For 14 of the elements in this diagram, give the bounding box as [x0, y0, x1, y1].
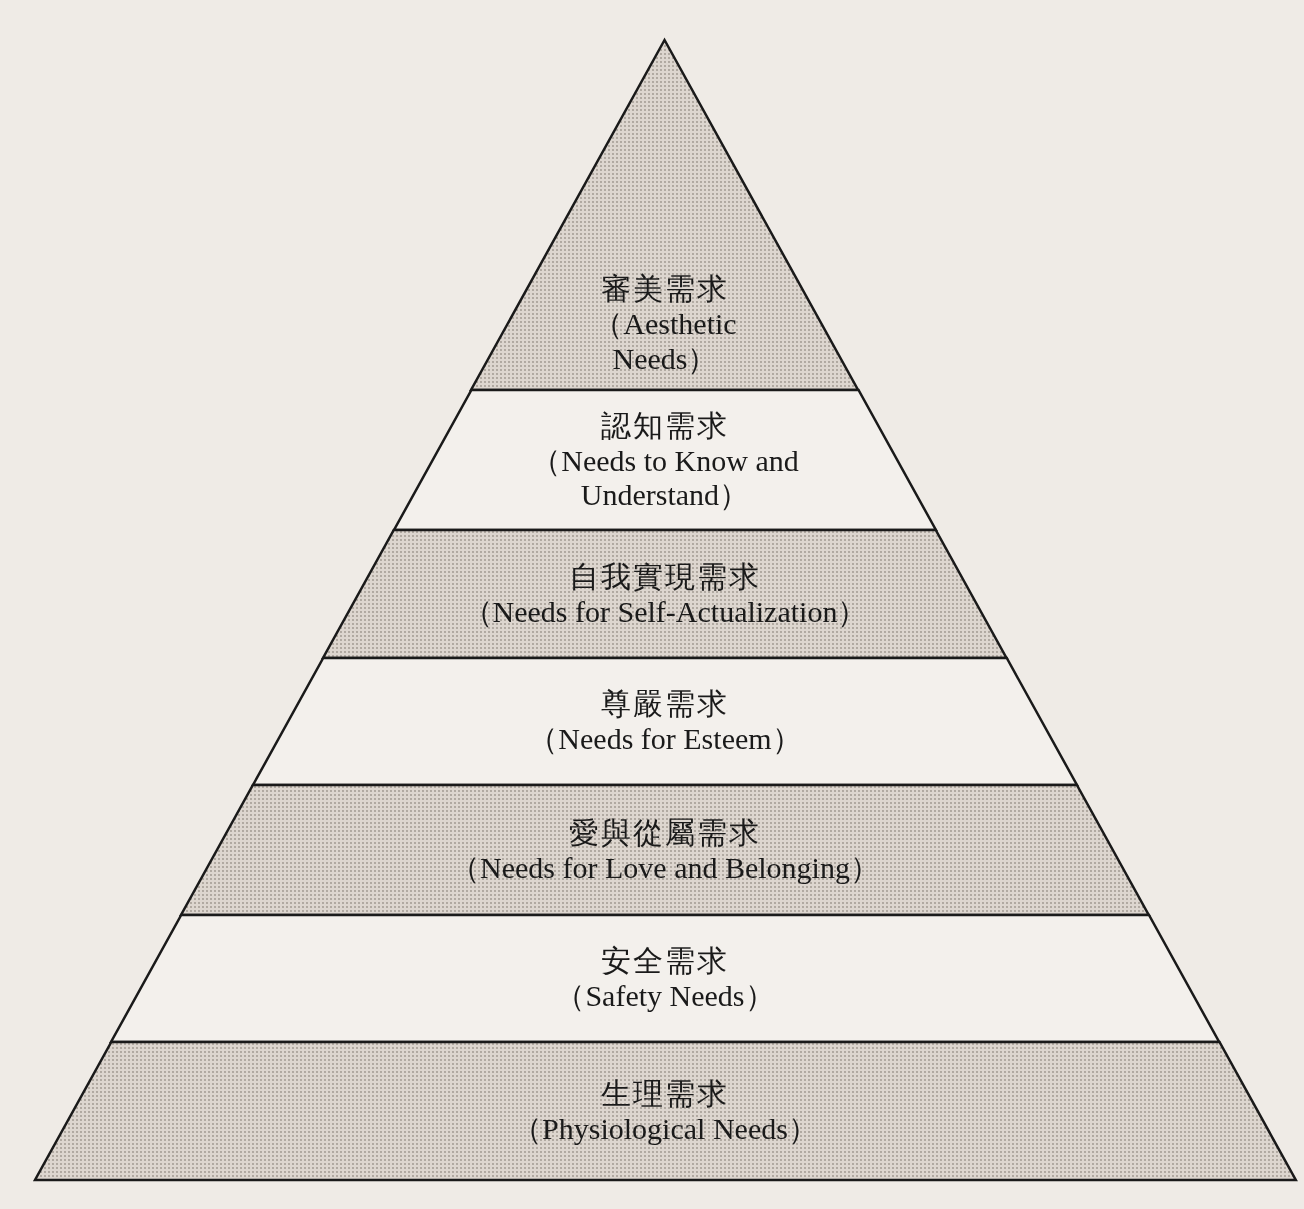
tier-subtitle: （Physiological Needs） [512, 1111, 818, 1147]
tier-subtitle: （Needs to Know and Understand） [530, 443, 800, 513]
tier-title: 愛與從屬需求 [569, 814, 761, 851]
tier-subtitle: （Safety Needs） [555, 979, 775, 1014]
tier-subtitle: （Aesthetic Needs） [592, 307, 738, 376]
tier-title: 生理需求 [601, 1075, 729, 1112]
tier-subtitle: （Needs for Love and Belonging） [450, 850, 880, 886]
tier-title: 認知需求 [601, 407, 729, 444]
tier-title: 審美需求 [601, 271, 729, 307]
tier-subtitle: （Needs for Self-Actualization） [462, 594, 868, 630]
tier-subtitle: （Needs for Esteem） [528, 722, 802, 757]
tier-title: 尊嚴需求 [601, 686, 729, 723]
tier-title: 自我實現需求 [569, 558, 761, 595]
tier-title: 安全需求 [601, 943, 729, 980]
